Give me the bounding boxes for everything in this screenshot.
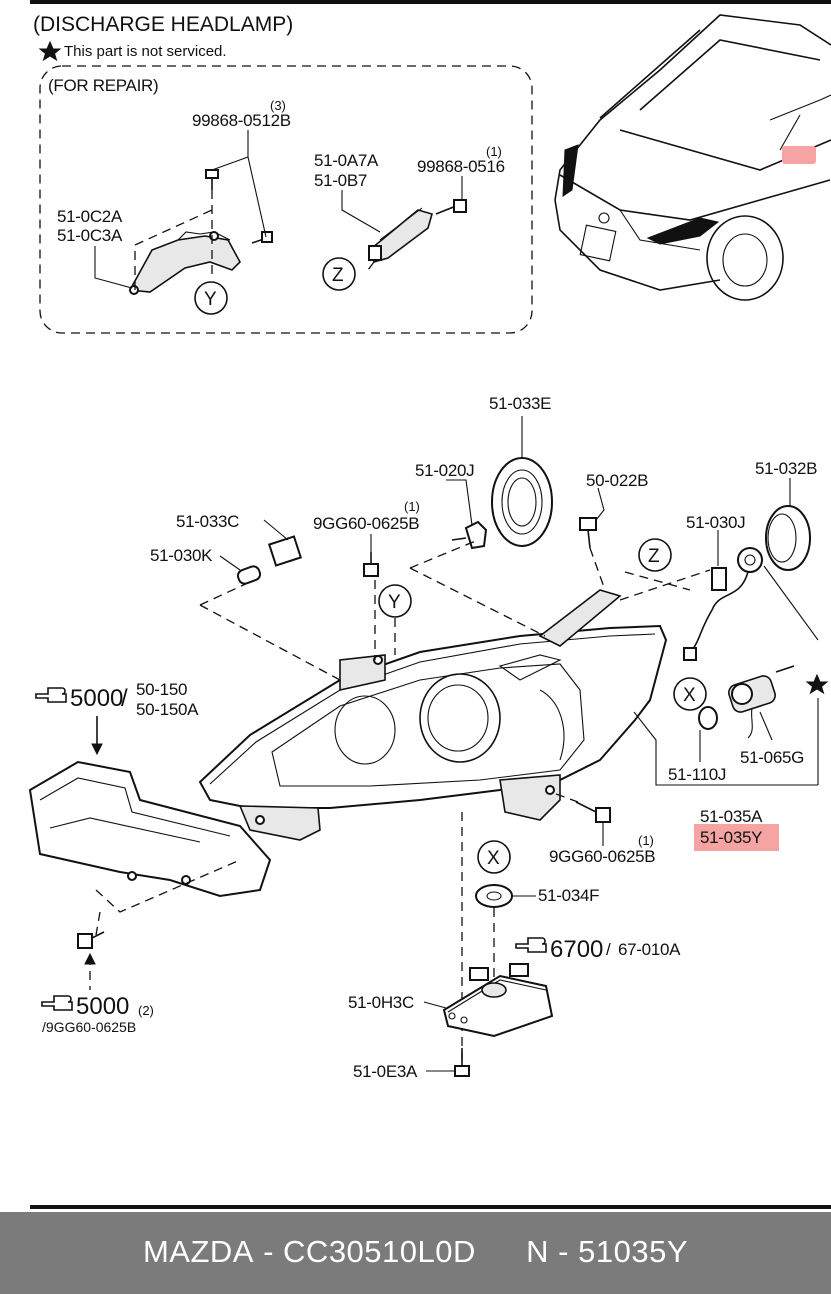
circle-z-main-label: Z xyxy=(648,546,660,567)
bulb-cover xyxy=(491,416,553,547)
label-51-034f: 51-034F xyxy=(538,886,599,905)
highlight-marker xyxy=(782,146,816,164)
top-rule xyxy=(30,0,831,4)
screw-icon xyxy=(251,231,273,244)
headlamp-assembly xyxy=(198,589,668,841)
bracket-assembly-y xyxy=(128,156,273,295)
label-51-065g: 51-065G xyxy=(740,748,804,767)
circle-z-label: Z xyxy=(332,265,344,286)
screw-icon xyxy=(205,169,219,190)
star-icon xyxy=(805,673,829,695)
label-9gg60-0625b-right: 9GG60-0625B xyxy=(549,847,655,866)
pointing-hand-icon[interactable] xyxy=(515,937,547,953)
repair-box-title: (FOR REPAIR) xyxy=(48,76,158,95)
star-icon xyxy=(38,40,62,62)
label-99868-0512b: 99868-0512B xyxy=(192,111,291,130)
label-51-0b7: 51-0B7 xyxy=(314,171,367,190)
footer-ref-prefix: N xyxy=(526,1234,550,1269)
label-50-022b: 50-022B xyxy=(586,471,648,490)
label-51-030j: 51-030J xyxy=(686,513,745,532)
ref-5000-bottom[interactable]: 5000 xyxy=(76,993,129,1020)
label-67-010a: 67-010A xyxy=(618,940,681,959)
gasket xyxy=(475,884,513,908)
ballast-unit xyxy=(442,963,554,1038)
screw-icon xyxy=(454,1048,470,1077)
label-51-0c2a: 51-0C2A xyxy=(57,207,123,226)
not-serviced-note: This part is not serviced. xyxy=(64,43,227,60)
footer-separator: - xyxy=(263,1234,274,1269)
label-50-150a: 50-150A xyxy=(136,700,199,719)
label-9gg60-0625b-bottom: /9GG60-0625B xyxy=(42,1019,136,1035)
label-51-0c3a: 51-0C3A xyxy=(57,226,123,245)
label-99868-0516: 99868-0516 xyxy=(417,157,505,176)
label-qty-2: (2) xyxy=(138,1003,154,1018)
footer-ref-separator: - xyxy=(558,1234,569,1269)
circle-z-main-marker xyxy=(638,538,672,572)
ref-slash: / xyxy=(121,685,128,712)
igniter-bulb xyxy=(698,706,718,762)
label-51-033c: 51-033C xyxy=(176,512,239,531)
circle-y-label: Y xyxy=(204,289,217,310)
label-51-110j: 51-110J xyxy=(668,765,726,784)
bumper-bracket xyxy=(28,760,272,898)
label-50-150: 50-150 xyxy=(136,680,187,699)
label-9gg60-0625b-top: 9GG60-0625B xyxy=(313,514,419,533)
circle-x-bottom-label: X xyxy=(487,848,500,869)
label-qty-3: (3) xyxy=(270,98,286,113)
bottom-rule xyxy=(30,1205,831,1209)
circle-x-right-marker xyxy=(673,677,707,711)
circle-x-bottom-marker xyxy=(477,840,511,874)
footer-bar: MAZDA - CC30510L0D N - 51035Y xyxy=(0,1212,831,1294)
label-51-035a: 51-035A xyxy=(700,807,763,826)
circle-y-main-marker xyxy=(378,584,412,618)
small-bulb xyxy=(219,555,262,585)
screw-icon xyxy=(575,801,611,823)
circle-y-marker xyxy=(194,281,228,315)
label-qty-1-c: (1) xyxy=(638,833,654,848)
label-51-035y[interactable]: 51-035Y xyxy=(700,828,762,847)
circle-z-marker xyxy=(322,257,356,291)
label-51-030k: 51-030K xyxy=(150,546,213,565)
label-51-033e: 51-033E xyxy=(489,394,551,413)
label-51-0e3a: 51-0E3A xyxy=(353,1062,418,1081)
repair-box: (FOR REPAIR) 99868-0512B (3) 51- xyxy=(39,65,533,334)
label-51-0a7a: 51-0A7A xyxy=(314,151,379,170)
bracket-assembly-z xyxy=(367,199,467,271)
screw-icon xyxy=(363,552,379,577)
ref-5000-top[interactable]: 5000 xyxy=(70,685,123,712)
ref-slash-6700: / xyxy=(606,940,611,959)
highlight-51-035y xyxy=(694,824,779,851)
socket-cap xyxy=(765,478,811,571)
label-51-0h3c: 51-0H3C xyxy=(348,993,414,1012)
footer-part-code[interactable]: CC30510L0D xyxy=(283,1234,476,1269)
igniter-unit xyxy=(728,665,795,741)
small-socket xyxy=(263,519,303,567)
ref-6700[interactable]: 6700 xyxy=(550,936,603,963)
footer-ref-code[interactable]: 51035Y xyxy=(578,1234,689,1269)
discharge-bulb xyxy=(446,479,488,550)
pointing-hand-icon[interactable] xyxy=(41,995,73,1011)
screw-icon xyxy=(435,199,467,215)
circle-y-main-label: Y xyxy=(388,592,401,613)
pointing-hand-icon[interactable] xyxy=(35,687,67,703)
position-bulb xyxy=(711,530,727,591)
footer-brand: MAZDA xyxy=(142,1234,254,1269)
label-qty-1-b: (1) xyxy=(404,499,420,514)
clip xyxy=(579,487,605,549)
repair-box-border xyxy=(39,65,533,334)
car-illustration xyxy=(554,14,831,301)
label-qty-1-a: (1) xyxy=(486,144,502,159)
wiring-harness xyxy=(683,547,819,661)
diagram-title: (DISCHARGE HEADLAMP) xyxy=(33,13,293,36)
circle-x-right-label: X xyxy=(683,685,696,706)
label-51-032b: 51-032B xyxy=(755,459,817,478)
screw-icon xyxy=(77,931,105,949)
footer-text: MAZDA - CC30510L0D N - 51035Y xyxy=(0,1234,831,1270)
label-51-020j: 51-020J xyxy=(415,461,474,480)
